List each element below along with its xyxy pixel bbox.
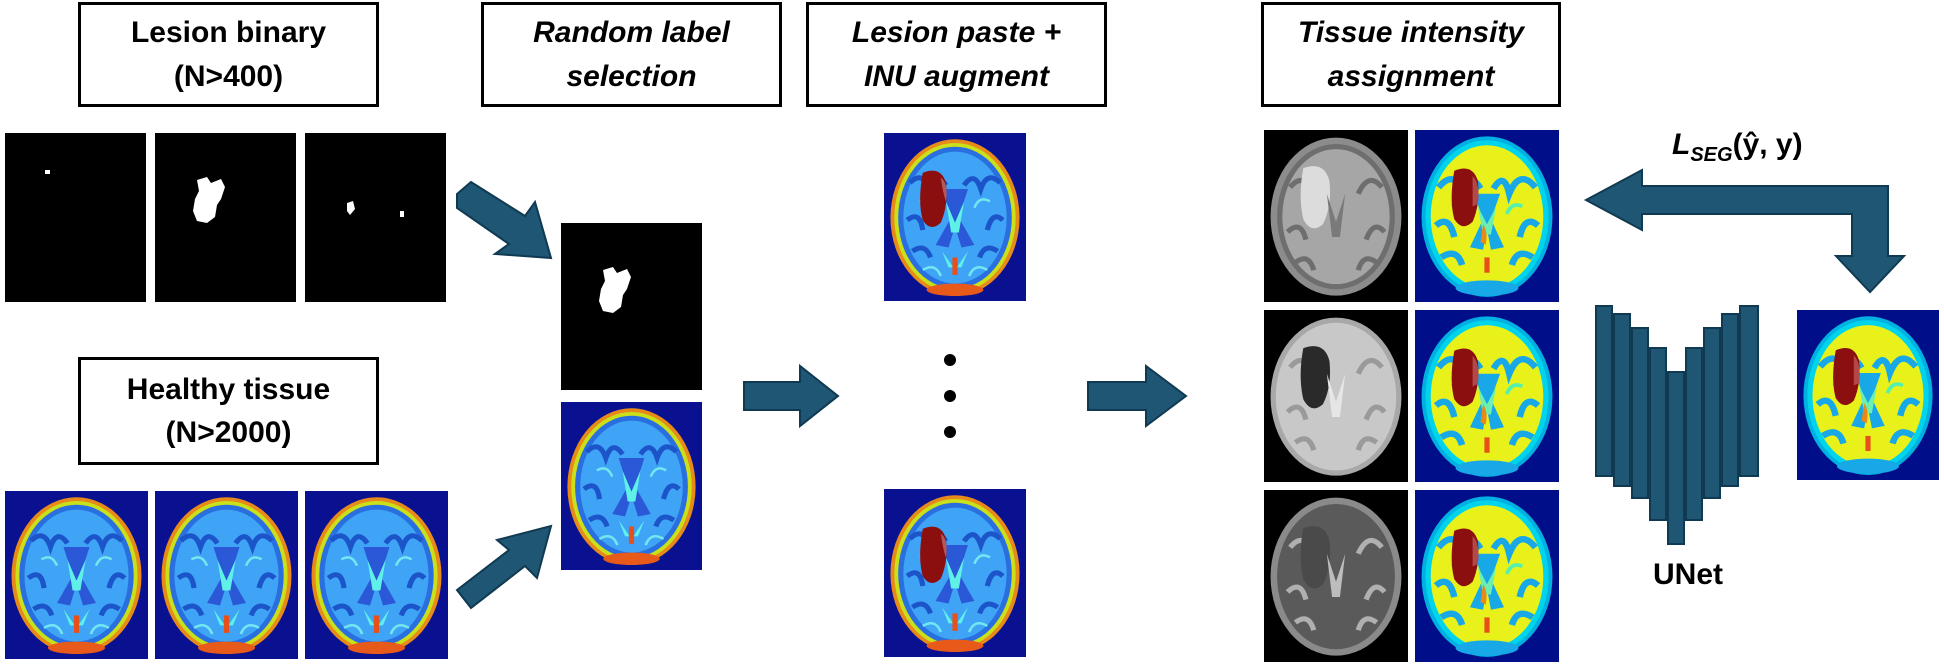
tissue-intensity-line2: assignment bbox=[1327, 59, 1495, 93]
tissue-intensity-box: Tissue intensity assignment bbox=[1261, 2, 1561, 107]
loss-subscript: SEG bbox=[1690, 144, 1733, 166]
lesion-binary-count: (N>400) bbox=[173, 59, 284, 93]
healthy-seg-3 bbox=[305, 491, 448, 659]
lesion-mask-2 bbox=[155, 133, 296, 302]
mri-scan-3 bbox=[1264, 490, 1408, 662]
selected-lesion-mask bbox=[561, 223, 702, 390]
random-label-box: Random label selection bbox=[481, 2, 782, 107]
ellipsis-dots bbox=[944, 354, 956, 438]
random-label-line1: Random label bbox=[533, 16, 730, 49]
lesion-mask-1 bbox=[5, 133, 146, 302]
lesion-paste-box: Lesion paste + INU augment bbox=[806, 2, 1107, 107]
healthy-seg-1 bbox=[5, 491, 148, 659]
random-label-line2: selection bbox=[566, 59, 697, 93]
lesion-binary-box: Lesion binary (N>400) bbox=[78, 2, 379, 107]
healthy-seg-2 bbox=[155, 491, 298, 659]
mri-scan-2 bbox=[1264, 310, 1408, 482]
arrow-healthy-to-selection bbox=[455, 520, 555, 610]
seg-label-2 bbox=[1415, 310, 1559, 482]
unet-label: UNet bbox=[1652, 558, 1723, 591]
healthy-tissue-count: (N>2000) bbox=[165, 416, 292, 449]
seg-label-1 bbox=[1415, 130, 1559, 302]
lesion-paste-line2: INU augment bbox=[863, 59, 1049, 93]
unet-diagram bbox=[1594, 304, 1764, 546]
pasted-seg-bottom bbox=[884, 489, 1026, 657]
tissue-intensity-line1: Tissue intensity bbox=[1297, 16, 1525, 49]
arrow-paste-to-intensity bbox=[1086, 364, 1190, 428]
arrow-selection-to-paste bbox=[742, 363, 842, 429]
lesion-mask-3 bbox=[305, 133, 446, 302]
healthy-tissue-title: Healthy tissue bbox=[126, 372, 331, 406]
lesion-paste-line1: Lesion paste + bbox=[851, 16, 1062, 49]
seg-label-3 bbox=[1415, 490, 1559, 662]
selected-healthy-seg bbox=[561, 402, 702, 570]
arrow-lesion-to-selection bbox=[455, 180, 555, 260]
predicted-seg bbox=[1797, 310, 1939, 480]
mri-scan-1 bbox=[1264, 130, 1408, 302]
lesion-binary-title: Lesion binary bbox=[130, 16, 327, 49]
pasted-seg-top bbox=[884, 133, 1026, 301]
loss-symbol: L bbox=[1672, 128, 1691, 161]
healthy-tissue-box: Healthy tissue (N>2000) bbox=[78, 357, 379, 465]
loss-args: (ŷ, y) bbox=[1732, 128, 1803, 161]
arrow-loss-feedback bbox=[1582, 168, 1908, 294]
loss-label: LSEG(ŷ, y) bbox=[1672, 128, 1803, 167]
